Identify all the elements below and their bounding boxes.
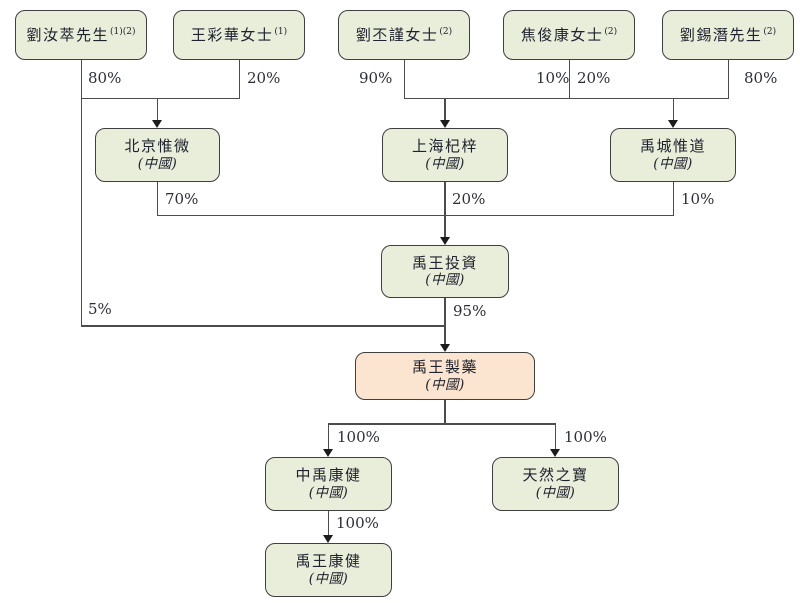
node-yuwang-health: 禹王康健 (中國) xyxy=(265,543,392,597)
node-zhongyu-health: 中禹康健 (中國) xyxy=(265,457,392,511)
arrowhead-down-icon xyxy=(668,120,678,128)
node-shanghai-qizi: 上海杞梓 (中國) xyxy=(382,128,508,182)
company-name: 禹王康健 xyxy=(295,552,362,571)
person-name: 焦俊康女士(2) xyxy=(521,26,617,45)
ownership-label-liu-xiqian-yucheng: 80% xyxy=(744,69,778,87)
connector-line xyxy=(403,60,405,99)
ownership-label-liu-ruzui-pharma: 5% xyxy=(88,300,112,318)
company-jurisdiction: (中國) xyxy=(425,272,465,289)
ownership-label-wang-caihua-beijing: 20% xyxy=(247,69,281,87)
connector-line xyxy=(672,97,675,121)
company-jurisdiction: (中國) xyxy=(308,570,349,587)
company-name: 中禹康健 xyxy=(295,466,362,485)
footnote-ref: (2) xyxy=(763,26,777,37)
arrowhead-down-icon xyxy=(439,344,450,352)
arrowhead-down-icon xyxy=(152,120,162,128)
company-jurisdiction: (中國) xyxy=(308,484,349,501)
connector-line xyxy=(727,60,729,99)
company-name: 禹王投資 xyxy=(411,253,478,272)
connector-line xyxy=(444,298,446,345)
person-name-text: 劉丕謹女士 xyxy=(355,25,439,44)
company-name: 禹城惟道 xyxy=(639,137,706,156)
arrowhead-down-icon xyxy=(549,449,560,457)
connector-line xyxy=(80,325,446,327)
connector-line xyxy=(156,214,674,216)
node-yucheng-weidao: 禹城惟道 (中國) xyxy=(610,128,736,182)
connector-line xyxy=(444,97,446,121)
node-liu-ruzui: 劉汝萃先生(1)(2) xyxy=(15,10,147,60)
person-name-text: 劉汝萃先生 xyxy=(26,25,109,44)
connector-line xyxy=(554,423,557,450)
person-name: 王彩華女士(1) xyxy=(191,26,287,45)
ownership-label-beijing-investment: 70% xyxy=(165,190,199,208)
connector-line xyxy=(568,60,570,99)
connector-line xyxy=(327,423,557,425)
arrowhead-down-icon xyxy=(322,535,333,543)
ownership-label-shanghai-investment: 20% xyxy=(452,190,486,208)
connector-line xyxy=(403,97,729,99)
arrowhead-down-icon xyxy=(439,120,450,128)
node-wang-caihua: 王彩華女士(1) xyxy=(173,10,305,60)
footnote-ref: (1)(2) xyxy=(110,26,136,37)
person-name: 劉丕謹女士(2) xyxy=(356,26,452,45)
person-name-text: 焦俊康女士 xyxy=(520,25,604,44)
person-name-text: 王彩華女士 xyxy=(190,25,274,44)
node-liu-pijin: 劉丕謹女士(2) xyxy=(338,10,470,60)
company-jurisdiction: (中國) xyxy=(137,155,178,172)
node-jiao-junkang: 焦俊康女士(2) xyxy=(503,10,635,60)
arrowhead-down-icon xyxy=(439,237,450,245)
ownership-label-liu-ruzui-beijing: 80% xyxy=(88,69,122,87)
connector-line xyxy=(444,400,446,425)
ownership-label-liu-pijin-shanghai: 90% xyxy=(359,69,393,87)
arrowhead-down-icon xyxy=(322,449,333,457)
ownership-label-zhongyu-yuwang-health: 100% xyxy=(336,514,379,532)
company-jurisdiction: (中國) xyxy=(535,484,576,501)
node-beijing-weiwei: 北京惟微 (中國) xyxy=(95,128,220,182)
ownership-label-jiao-junkang-shanghai: 10% xyxy=(536,69,570,87)
connector-line xyxy=(444,182,446,238)
ownership-label-yucheng-investment: 10% xyxy=(681,190,715,208)
connector-line xyxy=(80,60,82,327)
ownership-label-pharma-zhongyu: 100% xyxy=(337,428,380,446)
connector-line xyxy=(672,182,675,216)
company-jurisdiction: (中國) xyxy=(653,155,693,172)
connector-line xyxy=(238,60,240,99)
person-name: 劉汝萃先生(1)(2) xyxy=(26,26,135,45)
connector-line xyxy=(80,97,240,99)
company-name: 上海杞梓 xyxy=(411,137,478,156)
connector-line xyxy=(327,423,330,450)
ownership-label-investment-pharma: 95% xyxy=(453,302,487,320)
node-liu-xiqian: 劉錫潛先生(2) xyxy=(662,10,794,60)
node-natural-treasure: 天然之寶 (中國) xyxy=(492,457,619,511)
node-yuwang-pharma: 禹王製藥 (中國) xyxy=(355,352,535,400)
footnote-ref: (2) xyxy=(604,26,618,37)
person-name-text: 劉錫潛先生 xyxy=(679,25,763,44)
company-name: 禹王製藥 xyxy=(411,358,478,377)
footnote-ref: (1) xyxy=(274,26,288,37)
node-yuwang-investment: 禹王投資 (中國) xyxy=(381,245,509,298)
company-jurisdiction: (中國) xyxy=(425,155,465,172)
footnote-ref: (2) xyxy=(439,26,453,37)
connector-line xyxy=(156,97,159,121)
ownership-label-pharma-natural: 100% xyxy=(564,428,607,446)
connector-line xyxy=(327,511,330,536)
company-name: 天然之寶 xyxy=(522,466,589,485)
connector-line xyxy=(156,182,159,216)
company-name: 北京惟微 xyxy=(124,137,191,156)
company-jurisdiction: (中國) xyxy=(425,376,465,393)
ownership-label-jiao-junkang-yucheng: 20% xyxy=(577,69,611,87)
person-name: 劉錫潛先生(2) xyxy=(680,26,776,45)
